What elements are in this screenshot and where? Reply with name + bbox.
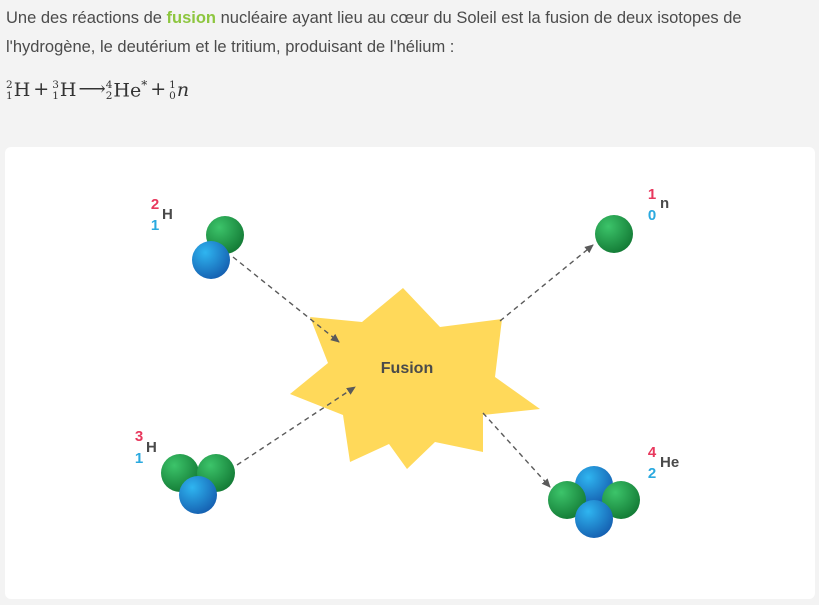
fusion-star-shape — [290, 288, 540, 469]
tritium-mass-number: 3 — [135, 428, 143, 445]
eq-r2-atomic: 1 — [52, 89, 59, 102]
tritium-symbol: H — [146, 439, 157, 456]
helium-symbol: He — [660, 454, 679, 471]
eq-plus-2: + — [150, 78, 167, 101]
arrow-tritium-to-fusion — [236, 386, 356, 466]
tritium-atomic-number: 1 — [135, 450, 143, 467]
fusion-center-label: Fusion — [381, 360, 433, 377]
tritium-nucleus — [161, 454, 235, 514]
neutron-atomic-number: 0 — [648, 207, 656, 224]
eq-p1-mass: 4 — [105, 79, 113, 92]
eq-arrow: ⟶ — [78, 78, 105, 101]
neutron-ball — [602, 481, 640, 519]
eq-p2-mass: 1 — [169, 78, 176, 91]
deuterium-atomic-number: 1 — [151, 217, 159, 234]
helium-nucleus — [548, 466, 640, 538]
neutron-symbol: n — [660, 195, 669, 212]
fusion-diagram: Fusion 2 1 H 3 1 H — [135, 186, 679, 538]
neutron-label: 1 0 n — [648, 186, 669, 224]
deuterium-label: 2 1 H — [151, 196, 173, 234]
proton-ball — [179, 476, 217, 514]
eq-r2-mass: 3 — [52, 78, 59, 91]
proton-ball — [575, 500, 613, 538]
eq-p1-symbol: He — [113, 79, 142, 102]
neutron-ball — [548, 481, 586, 519]
intro-text-before: Une des réactions de — [6, 9, 167, 27]
arrow-fusion-to-helium — [482, 412, 551, 488]
deuterium-symbol: H — [162, 206, 173, 223]
deuterium-nucleus — [192, 216, 244, 279]
deuterium-mass-number: 2 — [151, 196, 159, 213]
neutron-ball — [595, 215, 633, 253]
neutron-mass-number: 1 — [648, 186, 656, 203]
proton-ball — [192, 241, 230, 279]
arrow-deuterium-to-fusion — [232, 256, 340, 343]
intro-paragraph: Une des réactions de fusion nucléaire ay… — [6, 4, 811, 62]
helium-atomic-number: 2 — [648, 465, 656, 482]
eq-p2-atomic: 0 — [169, 89, 176, 102]
eq-r2-symbol: H — [59, 78, 77, 101]
eq-r1-mass: 2 — [6, 78, 13, 91]
intro-text-after: nucléaire ayant lieu au cœur du Soleil e… — [6, 9, 742, 56]
eq-plus-1: + — [33, 78, 50, 101]
eq-r1-symbol: H — [13, 78, 31, 101]
eq-p1-star: * — [141, 78, 148, 92]
eq-p2-symbol: n — [176, 78, 190, 101]
helium-label: 4 2 He — [648, 444, 679, 482]
eq-r1-atomic: 1 — [6, 89, 13, 102]
diagram-card: Fusion 2 1 H 3 1 H — [5, 147, 815, 599]
eq-p1-atomic: 2 — [105, 90, 113, 103]
helium-mass-number: 4 — [648, 444, 657, 461]
intro-keyword: fusion — [166, 9, 217, 27]
tritium-label: 3 1 H — [135, 428, 157, 467]
neutron-particle — [595, 215, 633, 253]
arrow-fusion-to-neutron — [499, 244, 594, 322]
